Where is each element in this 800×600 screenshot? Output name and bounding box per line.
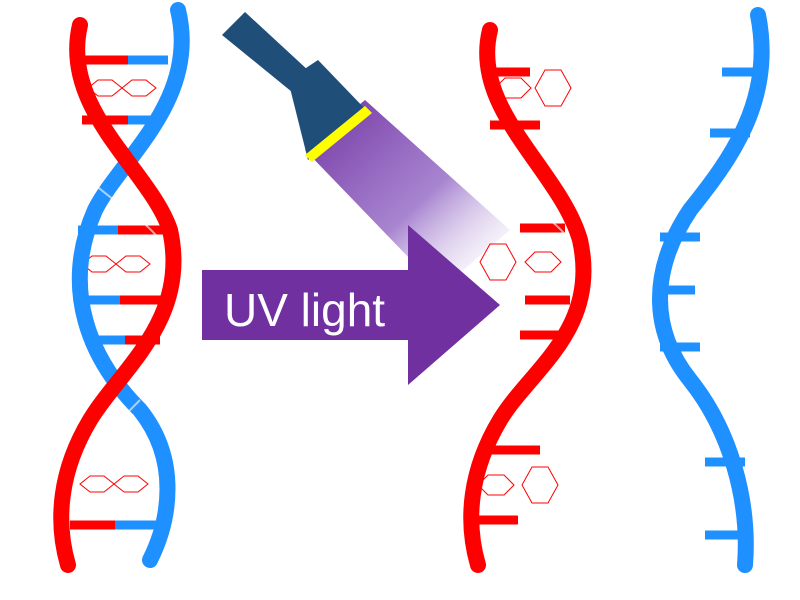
uv-light-label: UV light [224, 284, 385, 336]
dna-double-helix-intact [53, 2, 190, 573]
red-backbone-strand [53, 17, 182, 573]
damaged-red-backbone [463, 22, 592, 573]
uv-light-arrow: UV light [202, 225, 500, 385]
blue-backbone-strand [71, 2, 190, 568]
flashlight-group [222, 12, 510, 290]
separated-blue-backbone [652, 7, 770, 573]
base-ring-pairs [79, 79, 157, 493]
flashlight-icon [222, 12, 372, 162]
thymine-dimer-rings [477, 69, 572, 504]
dna-strand-damaged [463, 22, 592, 573]
dna-strand-separated [652, 7, 770, 573]
uv-beam [305, 100, 510, 290]
